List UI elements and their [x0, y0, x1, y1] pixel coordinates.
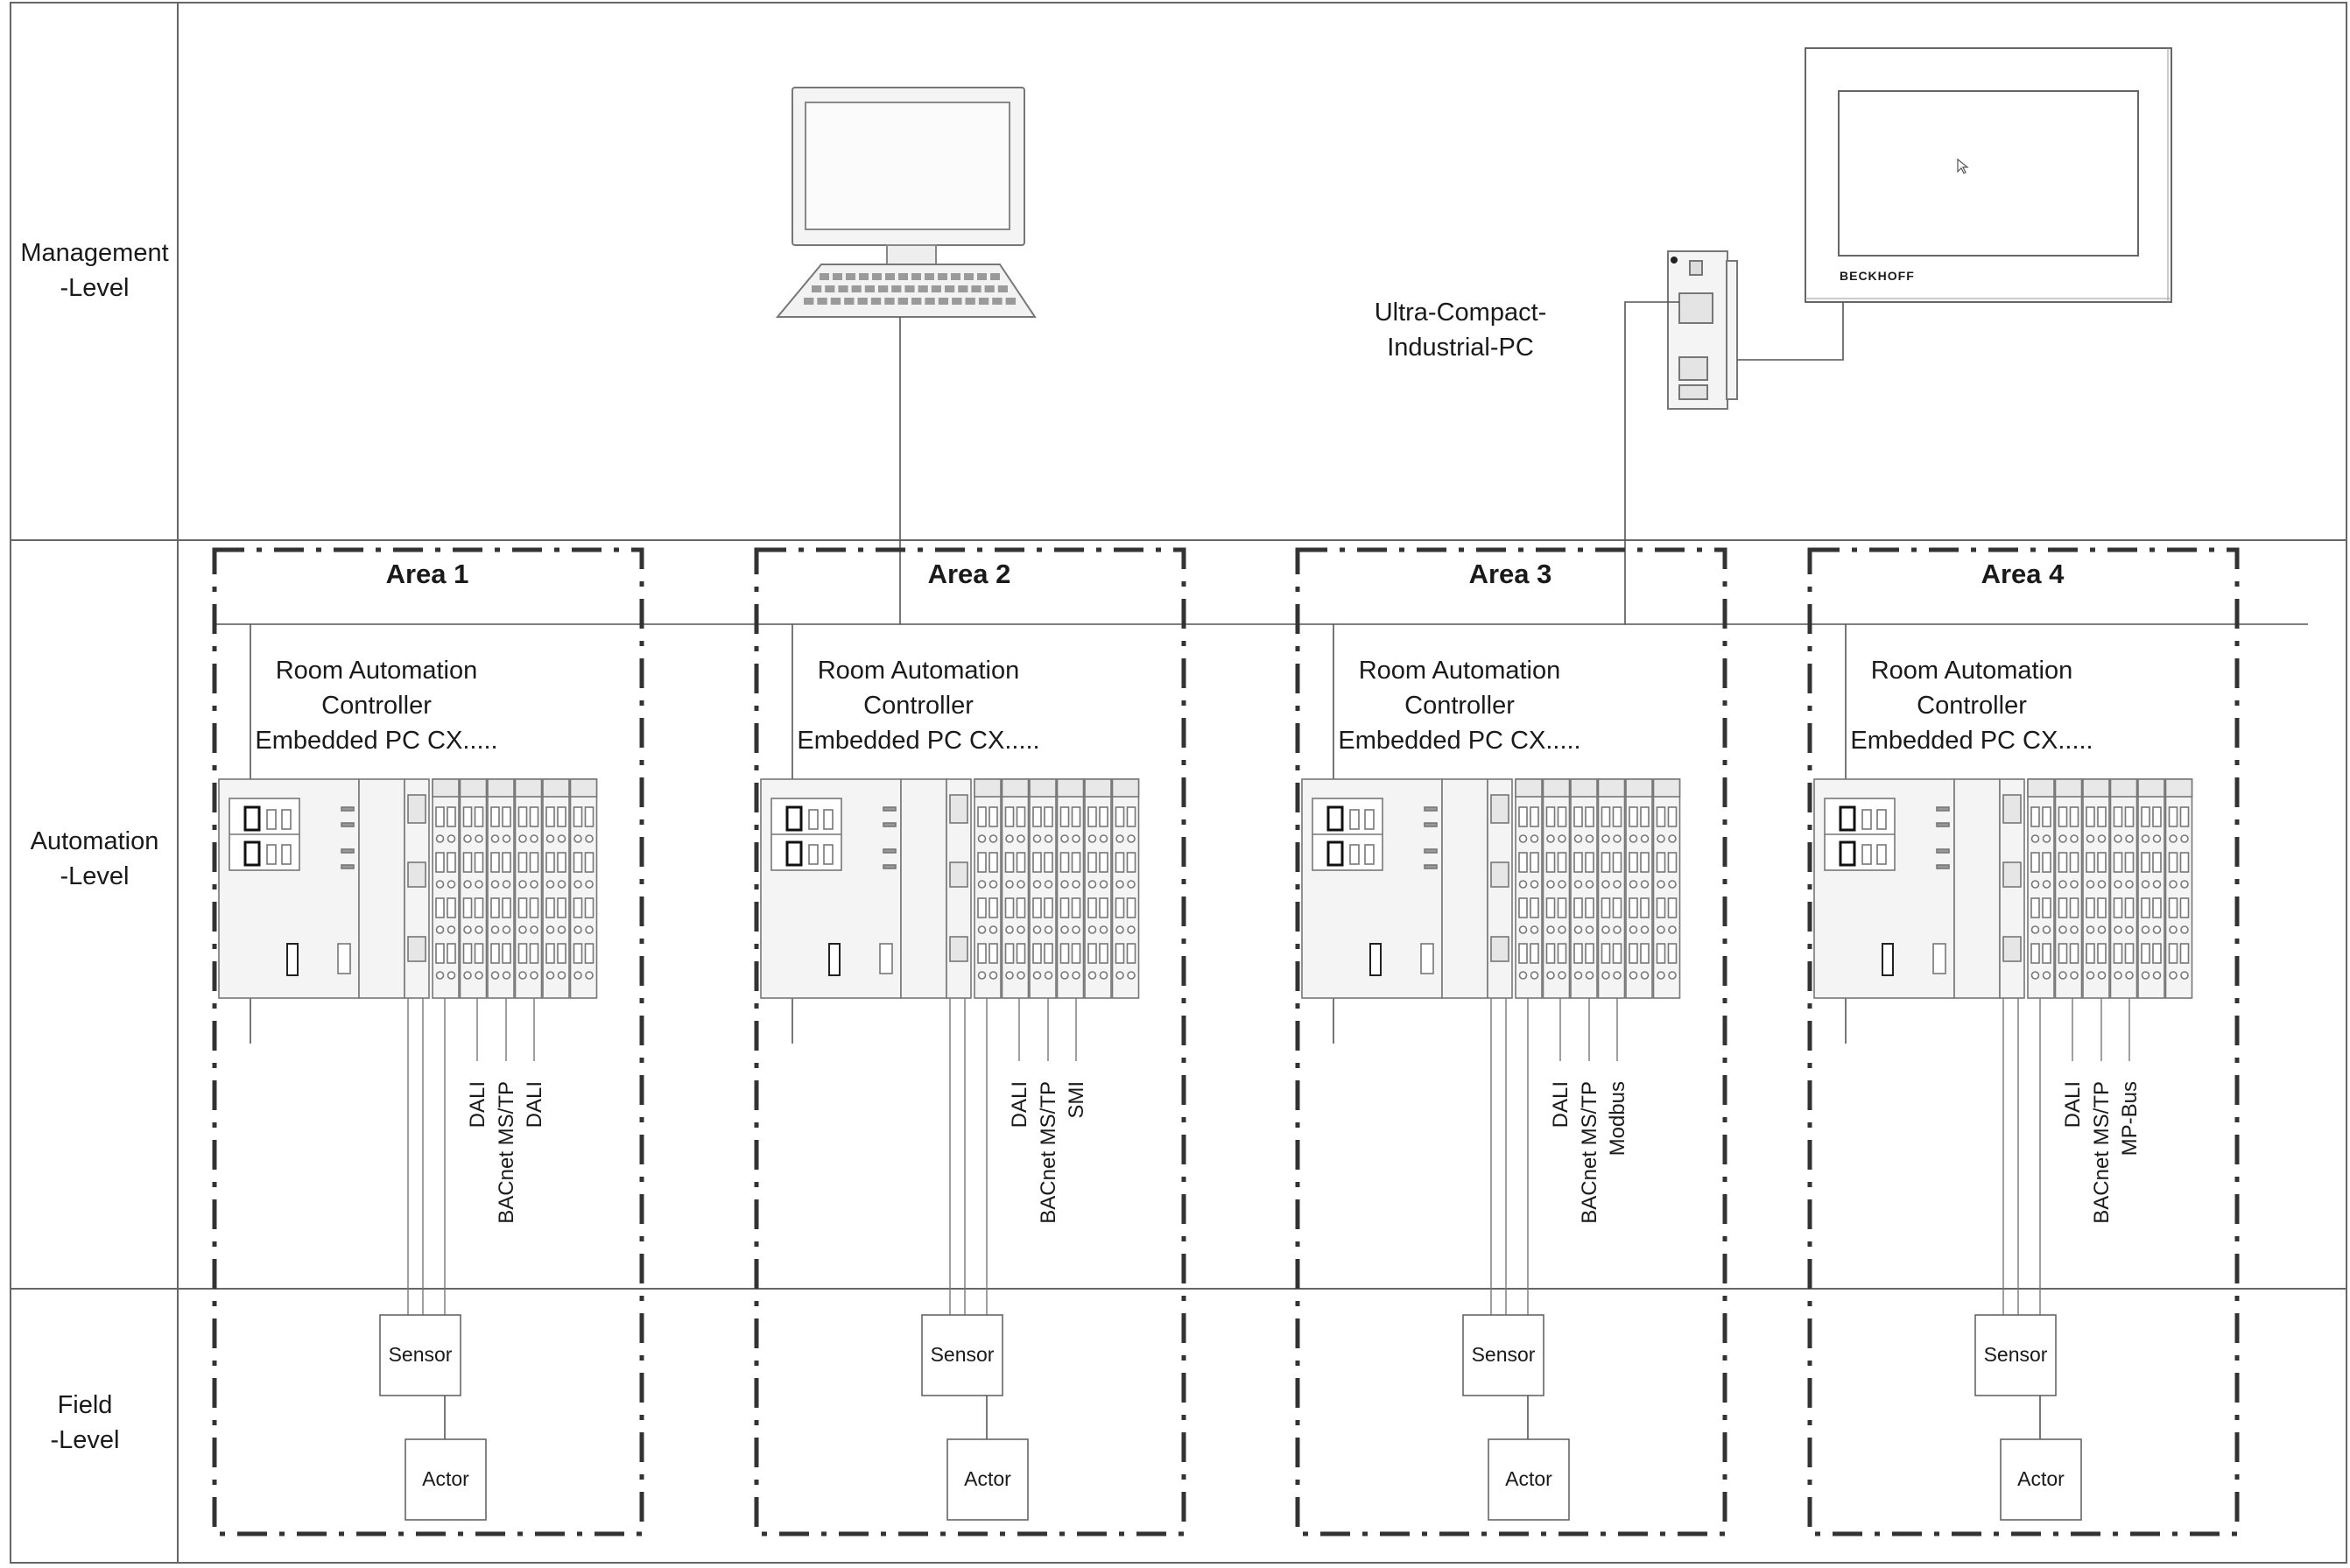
sensor-cable [407, 998, 446, 1315]
level-grid [10, 2, 2347, 1564]
actor-box [405, 1438, 487, 1521]
area-title: Area 3 [1469, 559, 1552, 589]
area-title: Area 2 [928, 559, 1011, 589]
bus-label: BACnet MS/TP [1578, 1081, 1601, 1224]
panel-brand-logo: BECKHOFF [1840, 269, 1915, 283]
level-label-field-suffix: -Level [51, 1426, 120, 1454]
sensor-cable [1490, 998, 1529, 1315]
area-boundary [754, 547, 1186, 1536]
actor-label: Actor [1505, 1467, 1552, 1490]
controller-label-line3: Embedded PC CX..... [1338, 727, 1580, 755]
sensor-cable [2002, 998, 2041, 1315]
sensor-label: Sensor [1472, 1343, 1536, 1366]
sensor-label: Sensor [931, 1343, 995, 1366]
bus-label: MP-Bus [2118, 1081, 2142, 1156]
controller-label-line2: Controller [1917, 692, 2027, 720]
sensor-box [1462, 1314, 1544, 1396]
area-title: Area 1 [386, 559, 469, 589]
sensor-label: Sensor [389, 1343, 453, 1366]
controller-label: Room Automation [818, 657, 1020, 685]
bus-label: DALI [466, 1081, 489, 1128]
area-3: Area 3 Room AutomationControllerEmbedded … [1295, 547, 1727, 1536]
embedded-pc-controller-icon [1813, 778, 2193, 999]
area-2: Area 2 Room AutomationControllerEmbedded … [754, 547, 1186, 1536]
controller-label-line3: Embedded PC CX..... [797, 727, 1039, 755]
controller-label-line2: Controller [863, 692, 974, 720]
upc-label: Ultra-Compact- [1375, 299, 1547, 327]
controller-label-line3: Embedded PC CX..... [255, 727, 497, 755]
controller-label: Room Automation [1871, 657, 2073, 685]
level-label-management: Management [20, 239, 168, 267]
upc-label-line2: Industrial-PC [1387, 334, 1534, 362]
level-label-automation-suffix: -Level [60, 862, 130, 890]
embedded-pc-controller-icon [218, 778, 598, 999]
controller-label-line2: Controller [1404, 692, 1515, 720]
bus-label: DALI [1549, 1081, 1573, 1128]
controller-label-line3: Embedded PC CX..... [1850, 727, 2093, 755]
area-title: Area 4 [1981, 559, 2065, 589]
workstation-computer-icon [775, 87, 1037, 318]
actor-label: Actor [422, 1467, 469, 1490]
embedded-pc-controller-icon [1301, 778, 1681, 999]
actor-label: Actor [2017, 1467, 2065, 1490]
bus-label: Modbus [1606, 1081, 1629, 1156]
level-label-management-suffix: -Level [60, 274, 130, 302]
bus-label: DALI [1008, 1081, 1031, 1128]
ultra-compact-pc-icon [1667, 250, 1738, 410]
area-1: Area 1 Room AutomationControllerEmbedded … [212, 547, 644, 1536]
control-panel-display-icon [1805, 47, 2172, 303]
embedded-pc-controller-icon [760, 778, 1140, 999]
area-groups: Area 1 Room AutomationControllerEmbedded … [212, 547, 2240, 1536]
bus-label: DALI [2061, 1081, 2085, 1128]
controller-label-line2: Controller [321, 692, 432, 720]
area-4: Area 4 Room AutomationControllerEmbedded … [1807, 547, 2240, 1536]
controller-label: Room Automation [1359, 657, 1561, 685]
controller-label: Room Automation [276, 657, 478, 685]
bus-label: BACnet MS/TP [495, 1081, 518, 1224]
actor-box [946, 1438, 1029, 1521]
area-boundary [212, 547, 644, 1536]
actor-label: Actor [964, 1467, 1011, 1490]
cursor-icon [1957, 158, 1969, 174]
bus-label: BACnet MS/TP [1037, 1081, 1060, 1224]
area-boundary [1295, 547, 1727, 1536]
level-label-automation: Automation [31, 827, 159, 855]
area-boundary [1807, 547, 2240, 1536]
sensor-box [1974, 1314, 2057, 1396]
sensor-label: Sensor [1984, 1343, 2048, 1366]
level-label-field: Field [58, 1391, 113, 1419]
bus-label: DALI [523, 1081, 546, 1128]
sensor-box [921, 1314, 1003, 1396]
actor-box [1488, 1438, 1570, 1521]
bus-label: BACnet MS/TP [2090, 1081, 2114, 1224]
sensor-box [379, 1314, 461, 1396]
actor-box [2000, 1438, 2082, 1521]
bus-label: SMI [1065, 1081, 1088, 1119]
management-connections [215, 301, 2308, 625]
sensor-cable [949, 998, 988, 1315]
